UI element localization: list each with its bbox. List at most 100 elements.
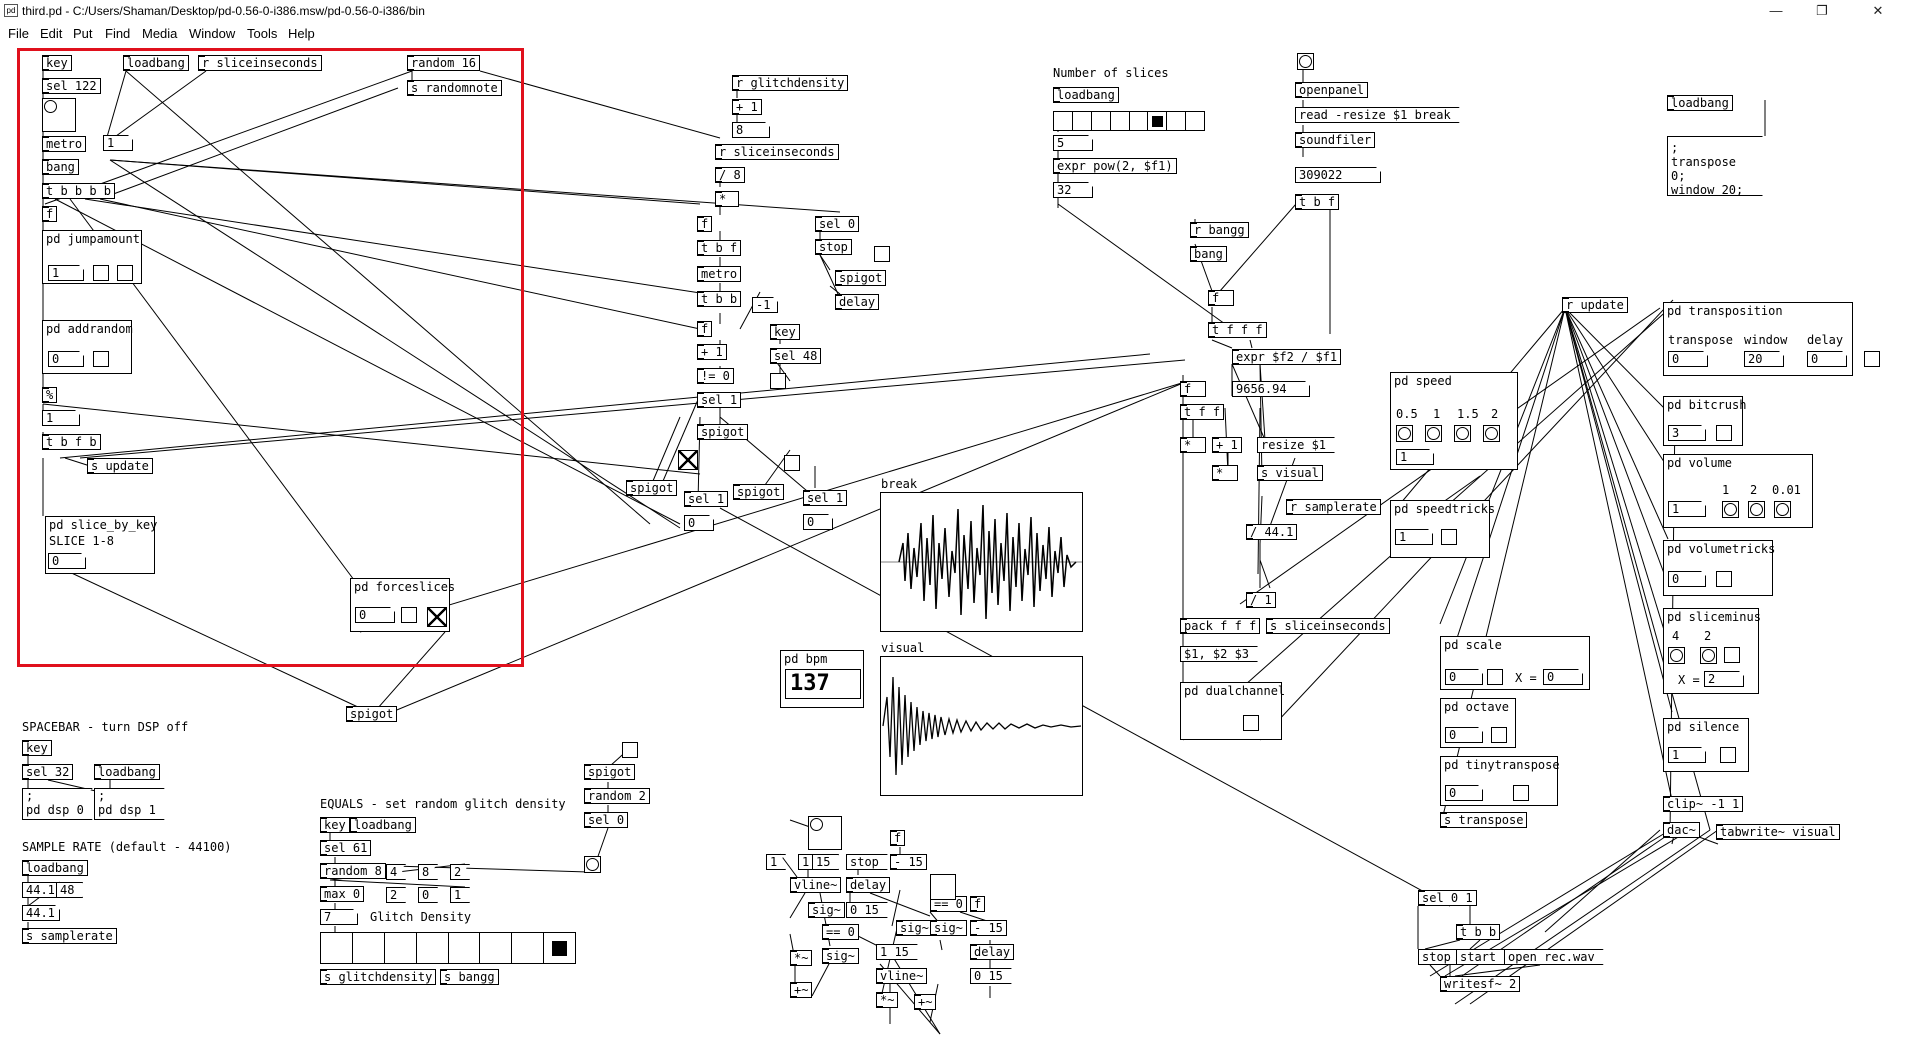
obj-loadbang-2[interactable]: loadbang (1053, 87, 1119, 103)
obj-soundfiler[interactable]: soundfiler (1295, 132, 1376, 148)
subpatch-jumpamount[interactable]: pd jumpamount 1 (42, 230, 142, 284)
toggle-spigot-4[interactable] (784, 455, 800, 471)
subpatch-speed[interactable]: pd speed 0.5 1 1.5 2 1 (1390, 372, 1518, 470)
obj-sig[interactable]: sig~ (808, 902, 845, 918)
radio-glitch-cell[interactable] (512, 933, 545, 963)
obj-sel-32[interactable]: sel 32 (22, 764, 74, 780)
obj-sig-2[interactable]: sig~ (896, 920, 933, 936)
msg-stop-2[interactable]: stop (846, 854, 888, 870)
obj-spigot-5[interactable]: spigot (584, 764, 636, 780)
obj-r-glitchdensity[interactable]: r glitchdensity (732, 75, 849, 91)
toggle-spigot-x[interactable] (678, 450, 698, 470)
number-tinytranspose[interactable]: 0 (1445, 785, 1483, 801)
menu-put[interactable]: Put (73, 26, 93, 41)
radio-glitch-cell[interactable] (449, 933, 481, 963)
obj-loadbang-6[interactable]: loadbang (350, 817, 416, 833)
array-visual[interactable]: visual (880, 641, 1083, 796)
radio-slices[interactable] (1053, 111, 1205, 131)
number-transpose[interactable]: 0 (1668, 351, 1708, 367)
toggle-force-2[interactable] (427, 607, 447, 627)
toggle-tinytranspose[interactable] (1513, 785, 1529, 801)
msg-1-15[interactable]: 1 15 (876, 944, 918, 960)
obj-spigot-3[interactable]: spigot (626, 480, 678, 496)
subpatch-silence[interactable]: pd silence 1 (1663, 718, 1749, 772)
obj-sel-1[interactable]: sel 1 (697, 392, 742, 408)
obj-r-sliceinseconds-2[interactable]: r sliceinseconds (715, 144, 839, 160)
obj-div-1[interactable]: / 1 (1246, 592, 1276, 608)
obj-sel-1-b[interactable]: sel 1 (684, 491, 729, 507)
toggle-dualchannel[interactable] (1243, 715, 1259, 731)
number-metro[interactable]: 1 (103, 135, 133, 151)
bang-speed-2[interactable] (1483, 425, 1500, 442)
toggle-octave[interactable] (1491, 727, 1507, 743)
number-sel1b[interactable]: 0 (684, 515, 714, 531)
radio-slices-cell[interactable] (1111, 112, 1130, 130)
number-bpm[interactable]: 137 (785, 669, 861, 699)
subpatch-slice-by-key[interactable]: pd slice_by_key SLICE 1-8 0 (45, 516, 157, 574)
msg-read-resize[interactable]: read -resize $1 break (1295, 107, 1460, 123)
obj-clip[interactable]: clip~ -1 1 (1663, 796, 1744, 812)
bang-volume-0-01[interactable] (1774, 501, 1791, 518)
number-speed[interactable]: 1 (1396, 449, 1434, 465)
obj-sel-0-b[interactable]: sel 0 (584, 812, 629, 828)
toggle-stop[interactable] (874, 246, 890, 262)
subpatch-transposition[interactable]: pd transposition transpose window delay … (1663, 302, 1880, 376)
number-44-1[interactable]: 44.1 (22, 905, 60, 921)
toggle-sel48[interactable] (770, 373, 786, 389)
radio-glitch-cell-selected[interactable] (544, 933, 575, 963)
obj-random-2[interactable]: random 2 (584, 788, 650, 804)
radio-glitch-cell[interactable] (385, 933, 417, 963)
obj-multiply[interactable]: * (715, 191, 739, 207)
obj-s-samplerate[interactable]: s samplerate (22, 928, 117, 944)
number-silence[interactable]: 1 (1668, 747, 1706, 763)
obj-bang-2[interactable]: bang (1190, 246, 1227, 262)
subpatch-dualchannel[interactable]: pd dualchannel (1180, 682, 1285, 740)
obj-delay-2[interactable]: delay (846, 877, 891, 893)
obj-t-f-f[interactable]: t f f (1180, 404, 1225, 420)
obj-f-3[interactable]: f (697, 321, 713, 337)
obj-plus-1[interactable]: + 1 (732, 99, 762, 115)
obj-s-update[interactable]: s update (87, 458, 153, 474)
array-break[interactable]: break (880, 477, 1083, 632)
subpatch-bpm[interactable]: pd bpm 137 (780, 650, 864, 708)
bang-speed-0-5[interactable] (1396, 425, 1413, 442)
obj-tabwrite-visual[interactable]: tabwrite~ visual (1716, 824, 1840, 840)
menu-find[interactable]: Find (105, 26, 131, 41)
msg-15[interactable]: 15 (812, 854, 839, 870)
obj-plus-sig-2[interactable]: +~ (914, 994, 937, 1010)
subpatch-addrandom[interactable]: pd addrandom 0 (42, 320, 133, 374)
msg-pd-dsp-1[interactable]: ; pd dsp 1 (94, 788, 165, 820)
number-sel1c[interactable]: 0 (803, 514, 833, 530)
radio-slices-cell[interactable] (1092, 112, 1111, 130)
obj-multiply-3[interactable]: * (1212, 465, 1238, 481)
msg-pd-dsp-0[interactable]: ; pd dsp 0 (22, 788, 93, 820)
obj-key[interactable]: key (42, 55, 72, 71)
subpatch-bitcrush[interactable]: pd bitcrush 3 (1663, 396, 1746, 446)
obj-bang[interactable]: bang (42, 159, 79, 175)
obj-sel-0-1[interactable]: sel 0 1 (1418, 890, 1477, 906)
number-sliceminus[interactable]: 2 (1704, 671, 1744, 687)
toggle-speedtricks[interactable] (1441, 529, 1457, 545)
menu-help[interactable]: Help (288, 26, 315, 41)
obj-max-0[interactable]: max 0 (320, 886, 365, 902)
obj-loadbang-4[interactable]: loadbang (94, 764, 160, 780)
obj-s-visual[interactable]: s visual (1257, 465, 1323, 481)
number-minus1[interactable]: -1 (752, 297, 778, 313)
obj-plus-1-c[interactable]: + 1 (1212, 437, 1242, 453)
obj-sel-122[interactable]: sel 122 (42, 78, 101, 94)
obj-f-7[interactable]: f (970, 896, 986, 912)
number-bitcrush[interactable]: 3 (1668, 425, 1706, 441)
subpatch-sliceminus[interactable]: pd sliceminus 4 2 X = 2 (1663, 608, 1761, 694)
number-force[interactable]: 0 (355, 607, 395, 623)
toggle-sliceminus[interactable] (1724, 647, 1740, 663)
msg-open-rec[interactable]: open rec.wav (1504, 949, 1604, 965)
number-window[interactable]: 20 (1744, 351, 1784, 367)
bang-openpanel[interactable] (1297, 53, 1314, 70)
number-soundfiler[interactable]: 309022 (1295, 167, 1381, 183)
toggle-scale[interactable] (1487, 669, 1503, 685)
obj-s-glitchdensity[interactable]: s glitchdensity (320, 969, 437, 985)
bang-speed-1-5[interactable] (1454, 425, 1471, 442)
obj-r-samplerate[interactable]: r samplerate (1286, 499, 1381, 515)
obj-multiply-sig-2[interactable]: *~ (876, 992, 899, 1008)
toggle-transposition[interactable] (1864, 351, 1880, 367)
